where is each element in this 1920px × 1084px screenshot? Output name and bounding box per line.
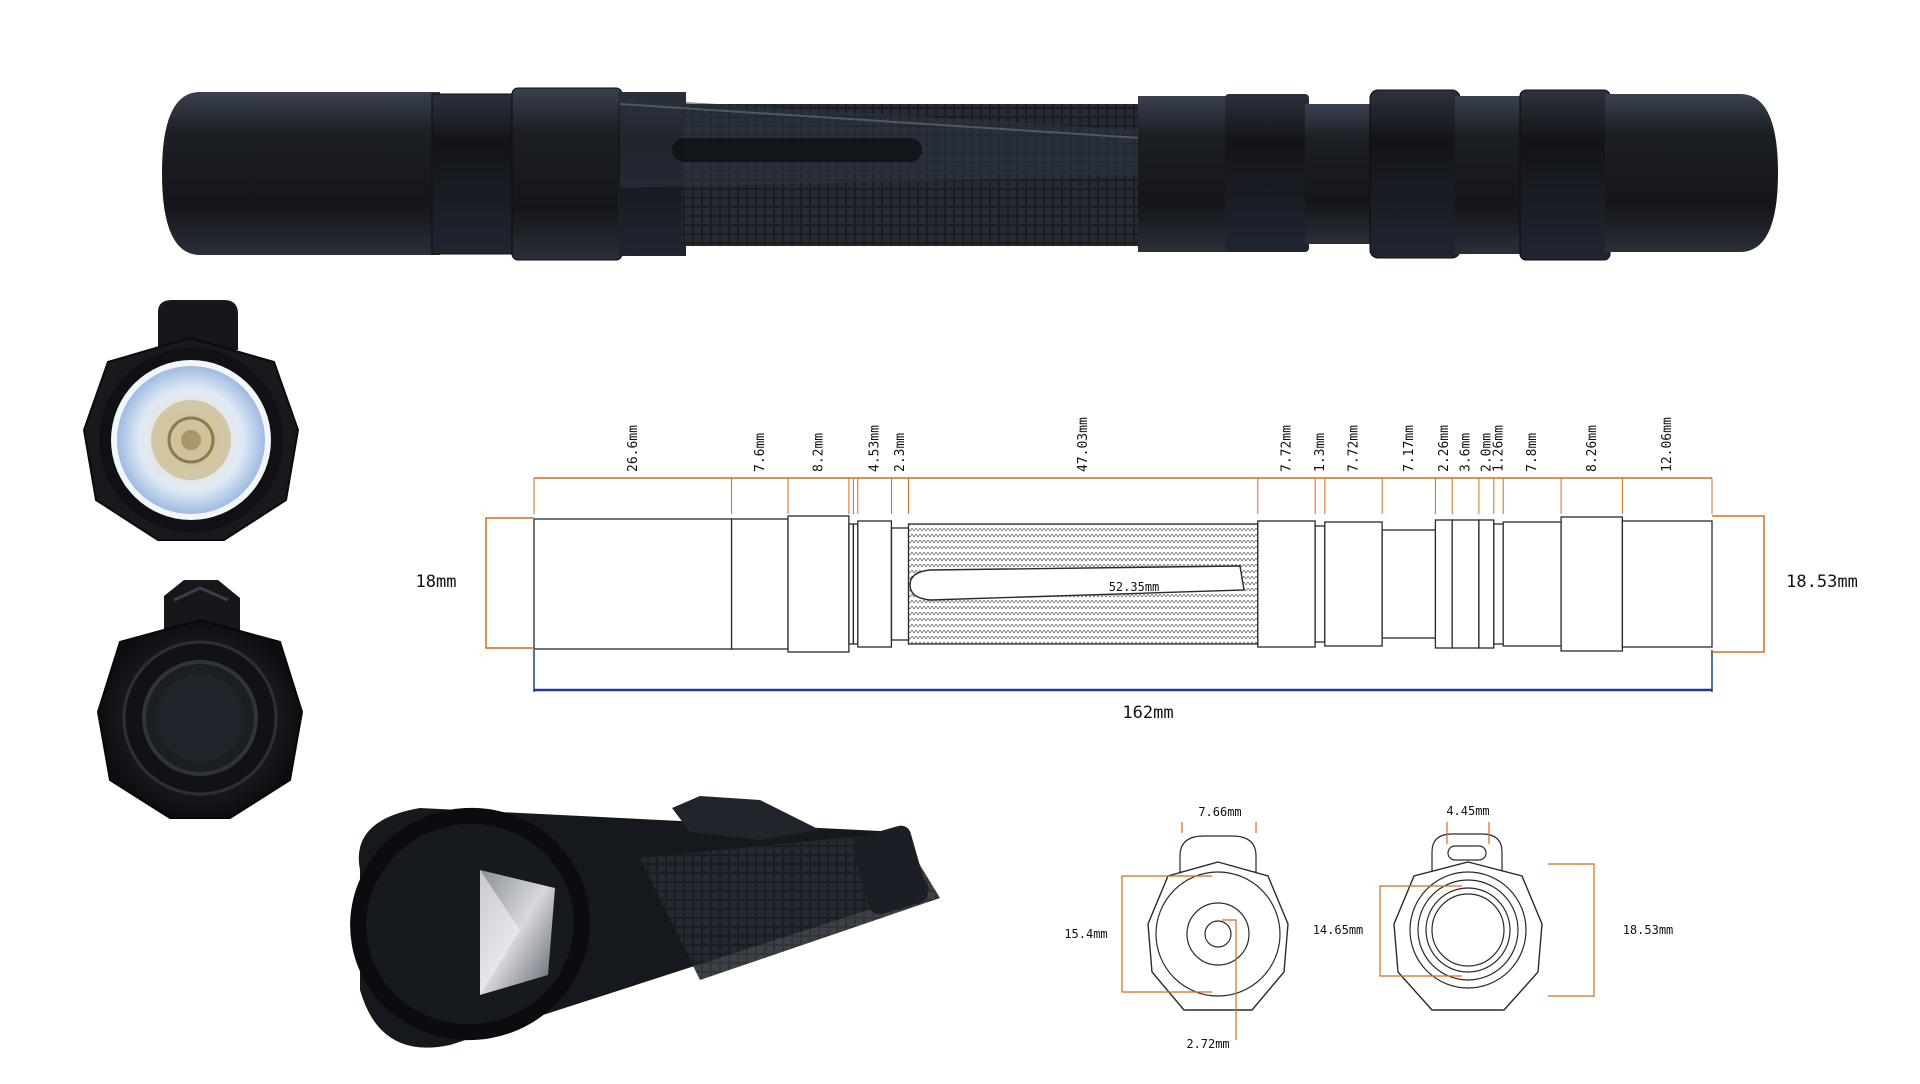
side-segment <box>1381 529 1437 639</box>
side-view-drawing: 26.6mm 7.6mm 8.2mm 4.53mm 2.3mm 47.03mm 7.72mm… <box>533 417 1713 653</box>
flashlight-head-front-view-icon <box>82 300 300 541</box>
segment-length-label: 1.3mm <box>1313 433 1328 472</box>
segment-length-label: 2.0mm <box>1479 433 1494 472</box>
side-segment <box>1314 525 1326 643</box>
side-segment <box>1257 520 1316 648</box>
side-segment <box>787 515 850 653</box>
clip-length-label: 52.35mm <box>1109 580 1160 594</box>
side-segment <box>848 523 855 645</box>
left-diameter-dimension: 18mm <box>416 517 534 649</box>
total-length-dimension: 162mm <box>533 650 1713 723</box>
side-segment <box>1324 521 1383 647</box>
side-segment <box>730 518 789 650</box>
flashlight-perspective-render-icon <box>350 796 940 1048</box>
tail-outer-label: 18.53mm <box>1623 923 1674 937</box>
segment-length-label: 4.53mm <box>868 425 883 472</box>
head-end-view-drawing: 7.66mm 15.4mm 2.72mm <box>1064 805 1289 1051</box>
side-segment <box>1451 519 1480 649</box>
right-diameter-label: 18.53mm <box>1786 572 1858 592</box>
side-segment <box>1493 523 1504 645</box>
segment-length-label: 2.3mm <box>893 433 908 472</box>
segment-length-label: 8.2mm <box>812 433 827 472</box>
segment-length-label: 8.26mm <box>1585 425 1600 472</box>
left-diameter-label: 18mm <box>416 572 457 592</box>
flashlight-tail-end-view-icon <box>96 580 304 819</box>
segment-length-label: 26.6mm <box>626 425 641 472</box>
total-length-label: 162mm <box>1122 703 1173 723</box>
segment-length-label: 7.72mm <box>1347 425 1362 472</box>
side-segment <box>1434 519 1453 649</box>
tail-diameter-label: 14.65mm <box>1313 923 1364 937</box>
flashlight-side-render-icon <box>162 87 1778 261</box>
pocket-clip-outline: 52.35mm <box>909 565 1245 601</box>
segment-length-label: 2.26mm <box>1437 425 1452 472</box>
tail-width-label: 4.45mm <box>1446 804 1489 818</box>
side-segment <box>890 527 910 641</box>
head-diameter-label: 15.4mm <box>1064 927 1107 941</box>
side-segment <box>1478 519 1495 649</box>
segment-length-label: 7.72mm <box>1280 425 1295 472</box>
side-segment <box>1621 520 1713 648</box>
right-diameter-dimension: 18.53mm <box>1712 515 1858 653</box>
head-width-label: 7.66mm <box>1198 805 1241 819</box>
side-segment <box>857 520 893 648</box>
segment-length-label: 7.6mm <box>753 433 768 472</box>
segment-length-label: 1.26mm <box>1492 425 1507 472</box>
segment-length-label: 7.8mm <box>1525 433 1540 472</box>
segment-length-label: 7.17mm <box>1402 425 1417 472</box>
side-segment <box>1502 521 1562 647</box>
tail-end-view-drawing: 4.45mm 14.65mm 18.53mm <box>1313 804 1674 1011</box>
head-center-label: 2.72mm <box>1186 1037 1229 1051</box>
side-segment <box>533 518 733 650</box>
side-segment <box>1560 516 1624 652</box>
segment-length-label: 12.06mm <box>1660 417 1675 472</box>
segment-length-label: 47.03mm <box>1076 417 1091 472</box>
segment-length-label: 3.6mm <box>1459 433 1474 472</box>
